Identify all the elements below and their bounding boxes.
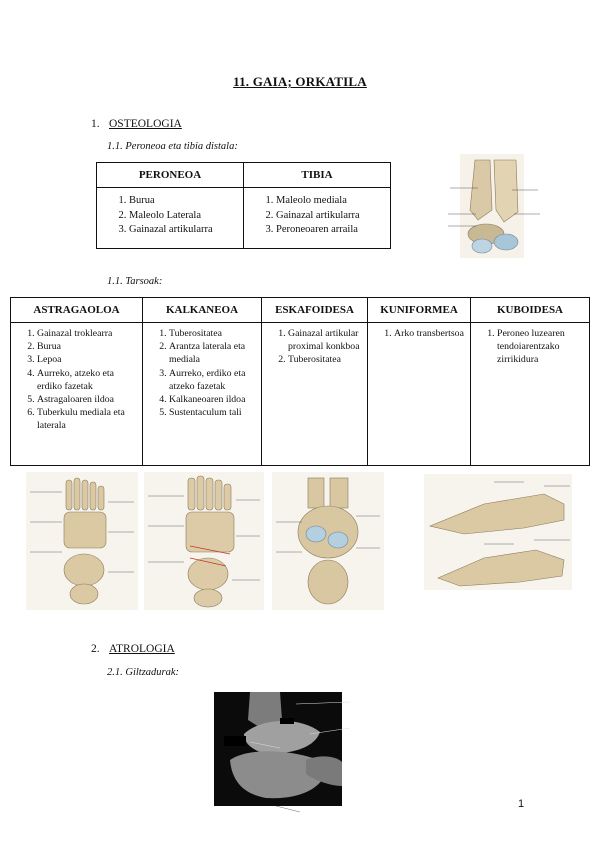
table-cell-tibia: Maleolo mediala Gainazal artikularra Per…	[243, 187, 391, 249]
list-item: Aurreko, erdiko eta atzeko fazetak	[169, 367, 257, 393]
list-item: Kalkaneoaren ildoa	[169, 393, 257, 406]
list-item: Peroneo luzearen tendoiarentzako zirriki…	[497, 327, 585, 367]
list-item: Tuberositatea	[169, 327, 257, 340]
ankle-xray-figure	[214, 692, 351, 813]
list-item: Arko transbertsoa	[394, 327, 466, 340]
section-heading-atrologia: 2. ATROLOGIA	[91, 643, 175, 655]
table-header-eskafoidesa: ESKAFOIDESA	[261, 297, 368, 323]
table-header-kalkaneoa: KALKANEOA	[142, 297, 262, 323]
table-header-astragaloa: ASTRAGAOLOA	[10, 297, 143, 323]
table-cell-kalkaneoa: Tuberositatea Arantza laterala eta media…	[142, 322, 262, 466]
ankle-bones-figure	[448, 154, 540, 258]
page-number: 1	[518, 798, 525, 810]
section-number: 2.	[91, 643, 100, 655]
list-item: Tuberkulu mediala eta laterala	[37, 406, 138, 432]
table-header-tibia: TIBIA	[243, 162, 391, 188]
table-cell-astragaloa: Gainazal troklearra Burua Lepoa Aurreko,…	[10, 322, 143, 466]
list-item: Peroneoaren arraila	[276, 223, 386, 238]
list-item: Burua	[37, 340, 138, 353]
section-heading-osteologia: 1. OSTEOLOGIA	[91, 118, 182, 130]
foot-plantar-figure	[144, 472, 264, 610]
table-cell-peroneoa: Burua Maleolo Laterala Gainazal artikula…	[96, 187, 244, 249]
subsection-heading-tarsoak: 1.1. Tarsoak:	[107, 276, 163, 287]
list-item: Gainazal artikularra	[276, 209, 386, 224]
table-header-kuboidesa: KUBOIDESA	[470, 297, 590, 323]
list-item: Arantza laterala eta mediala	[169, 340, 257, 366]
list-item: Aurreko, atzeko eta erdiko fazetak	[37, 367, 138, 393]
list-item: Gainazal artikularra	[129, 223, 239, 238]
list-item: Maleolo Laterala	[129, 209, 239, 224]
section-label: ATROLOGIA	[109, 643, 175, 655]
table-header-peroneoa: PERONEOA	[96, 162, 244, 188]
peroneoa-tibia-table: PERONEOA TIBIA Burua Maleolo Laterala Ga…	[96, 162, 391, 249]
table-cell-kuboidesa: Peroneo luzearen tendoiarentzako zirriki…	[470, 322, 590, 466]
list-item: Lepoa	[37, 353, 138, 366]
list-item: Tuberositatea	[288, 353, 363, 366]
foot-lateral-medial-figure	[424, 474, 572, 590]
table-cell-kuniformea: Arko transbertsoa	[367, 322, 471, 466]
list-item: Burua	[129, 194, 239, 209]
foot-posterior-figure	[272, 472, 384, 610]
section-number: 1.	[91, 118, 100, 130]
list-item: Sustentaculum tali	[169, 406, 257, 419]
page-title: 11. GAIA; ORKATILA	[233, 74, 367, 89]
table-cell-eskafoidesa: Gainazal artikular proximal konkboa Tube…	[261, 322, 368, 466]
subsection-heading-peroneoa-tibia: 1.1. Peroneoa eta tibia distala:	[107, 141, 238, 152]
foot-dorsal-figure	[26, 472, 138, 610]
list-item: Astragaloaren ildoa	[37, 393, 138, 406]
table-header-kuniformea: KUNIFORMEA	[367, 297, 471, 323]
section-label: OSTEOLOGIA	[109, 118, 182, 130]
list-item: Gainazal troklearra	[37, 327, 138, 340]
list-item: Maleolo mediala	[276, 194, 386, 209]
list-item: Gainazal artikular proximal konkboa	[288, 327, 363, 353]
subsection-heading-giltzadurak: 2.1. Giltzadurak:	[107, 667, 180, 678]
tarsoak-table: ASTRAGAOLOA KALKANEOA ESKAFOIDESA KUNIFO…	[10, 297, 590, 466]
